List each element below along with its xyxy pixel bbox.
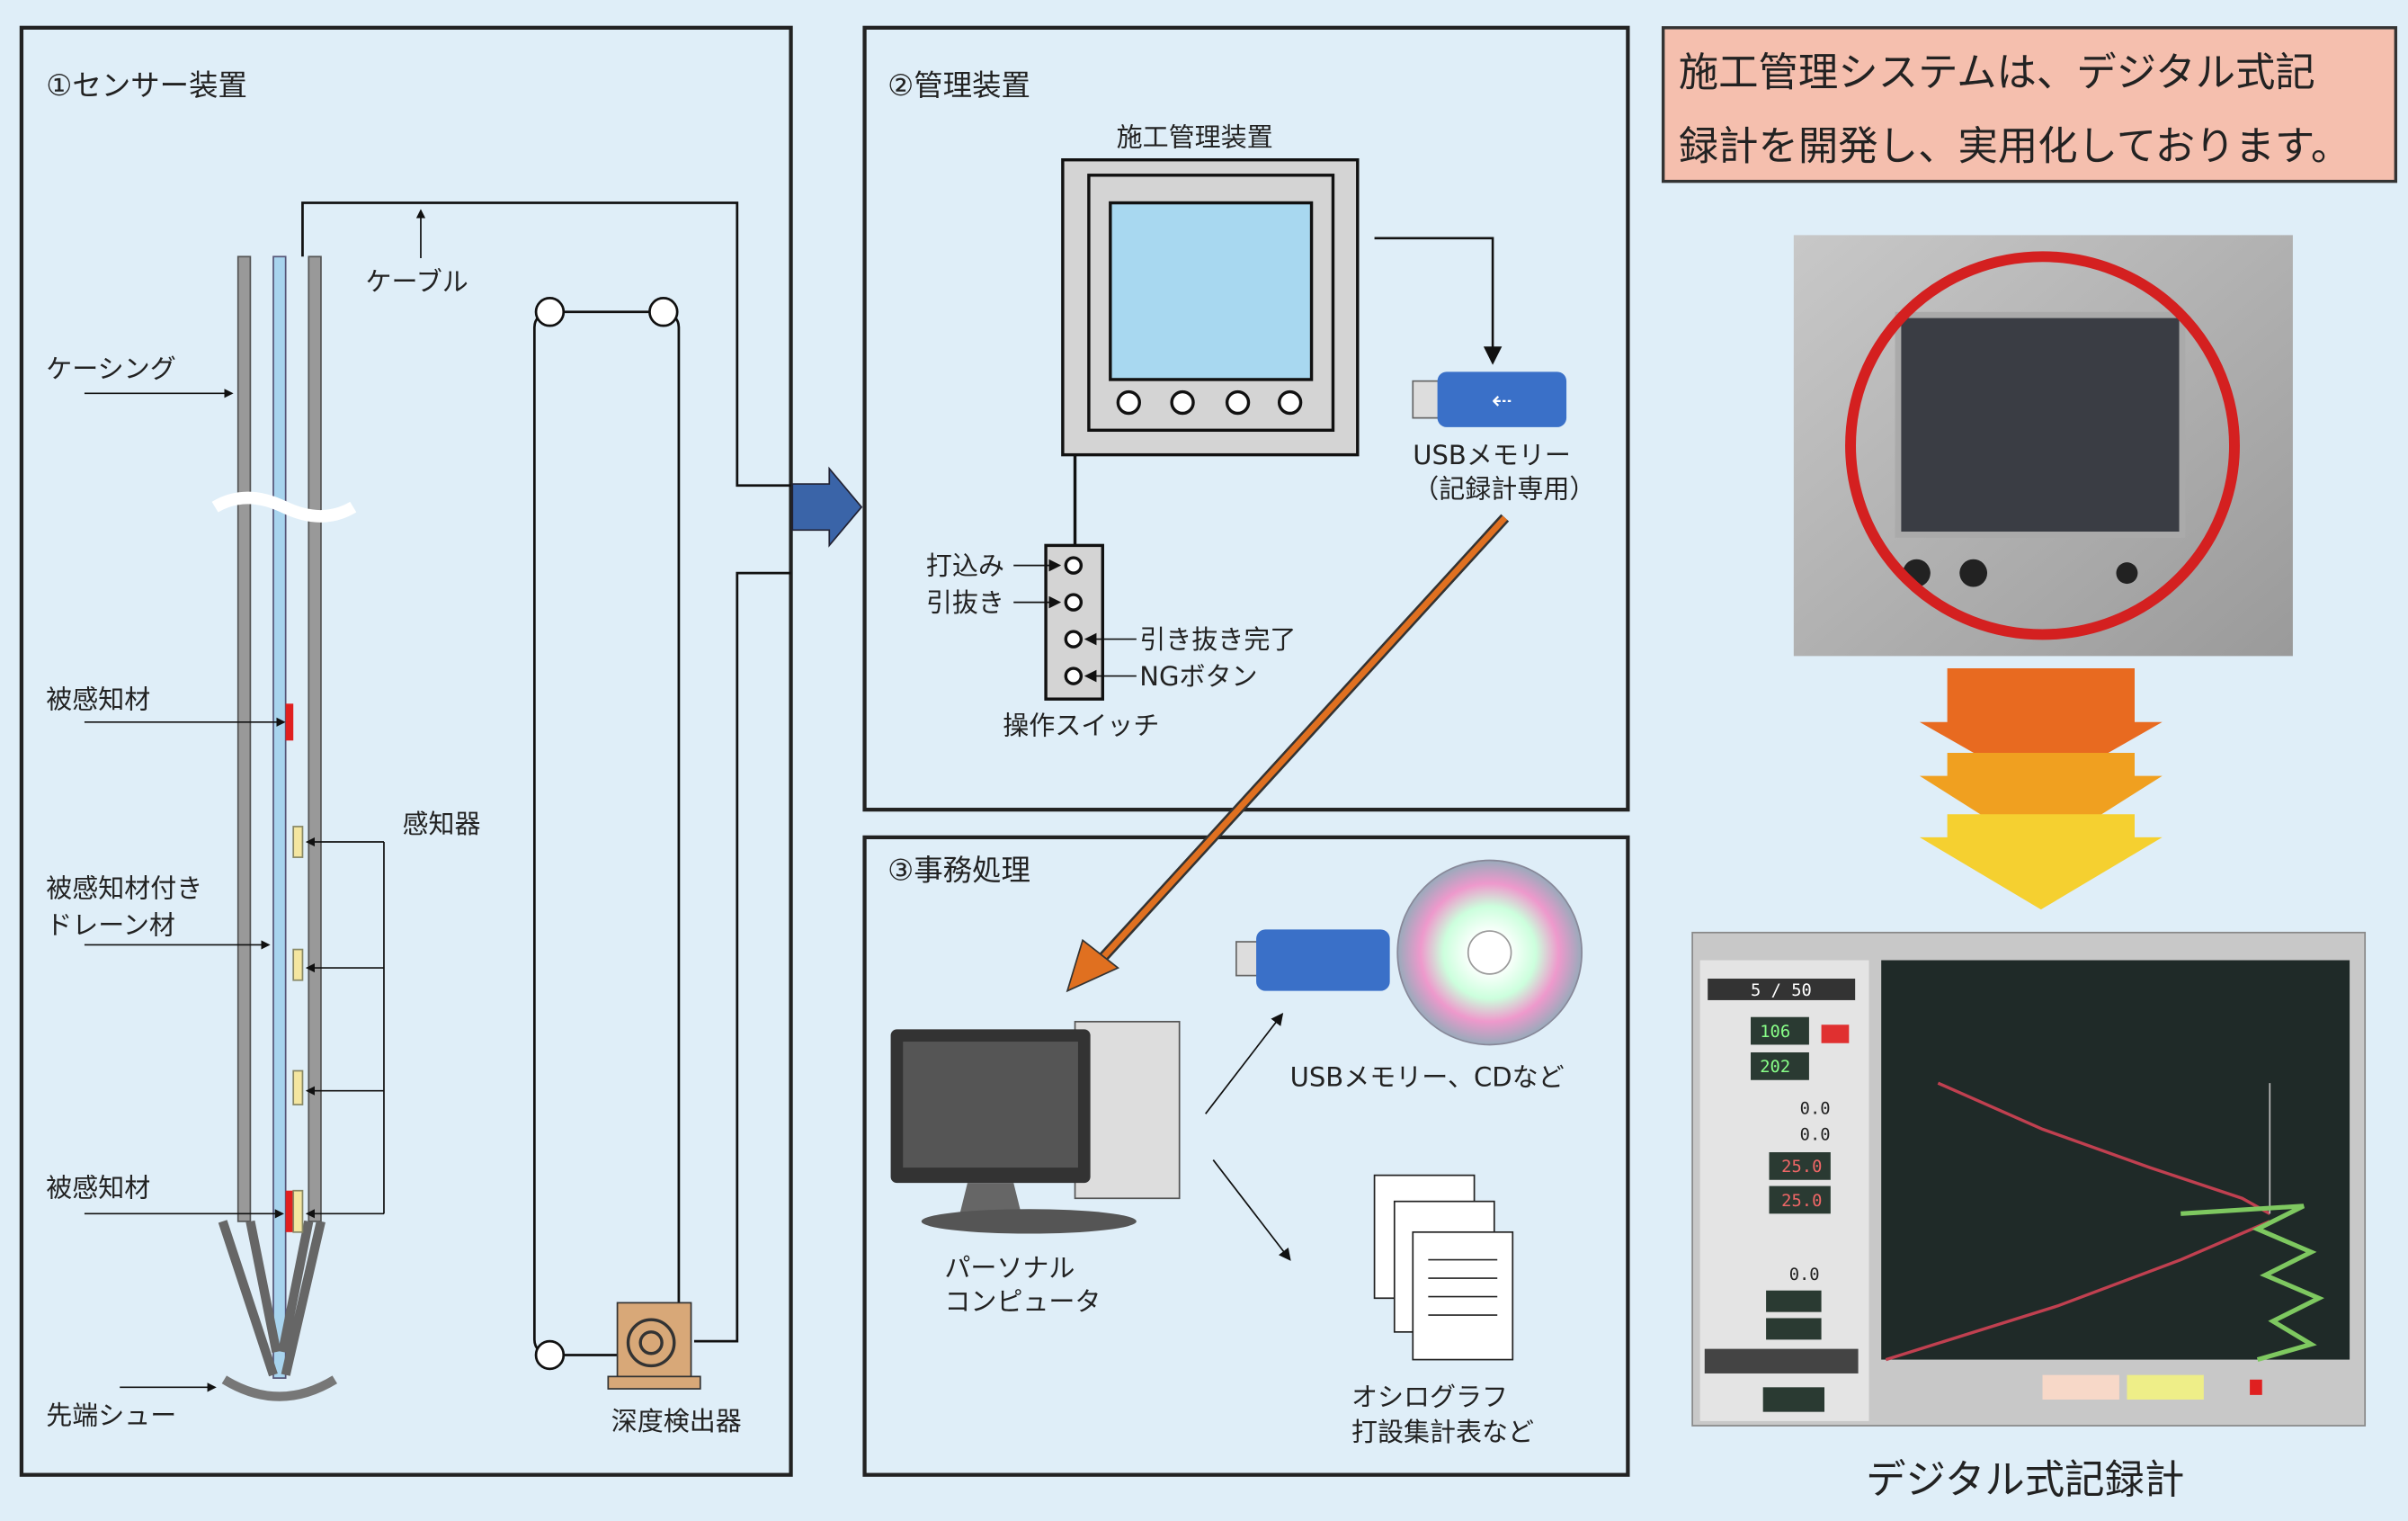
cable-label: ケーブル [365,266,468,297]
value-3: 0.0 [1800,1099,1831,1118]
digital-recorder-screen: 5 / 50 106 202 0.0 0.0 25.0 25.0 0.0 [1691,931,2367,1427]
control-device-icon [1061,157,1360,457]
docs-label-2: 打設集計表など [1351,1417,1534,1447]
recorder-caption: デジタル式記録計 [1866,1457,2184,1503]
depth-detector-icon [607,1302,701,1390]
shoe-label: 先端シュー [46,1400,176,1430]
docs-label-1: オシログラフ [1351,1382,1508,1412]
drain-label-2: ドレーン材 [46,909,175,940]
flow-arrow-icon [791,466,863,548]
manager-title: ②管理装置 [887,68,1030,103]
switch-pull-label: 引抜き [926,587,1004,618]
value-6: 25.0 [1781,1192,1822,1211]
casing-label: ケーシング [46,353,176,384]
value-7: 0.0 [1789,1266,1820,1284]
switch-ng-label: NGボタン [1139,661,1257,692]
target-label-1: 被感知材 [46,684,150,714]
switch-label: 操作スイッチ [1003,710,1159,740]
device-photo [1793,235,2293,657]
usb-label-2: （記録計専用） [1413,473,1595,504]
sensor-panel: ①センサー装置 ケーブル ケーシング 被感知材 感知器 [19,25,793,1477]
office-panel: ③事務処理 パーソナル コンピュータ USBメモリー、CDなど オシログラフ [862,835,1630,1477]
svg-text:⇠: ⇠ [1492,387,1512,415]
down-chevrons-icon [1919,668,2163,910]
switch-drive-label: 打込み [926,550,1004,581]
cd-icon [1396,859,1583,1046]
manager-panel: ②管理装置 施工管理装置 ⇠ USBメモリー （記録計専用） 打込み [862,25,1630,812]
header-line-2: 録計を開発し、実用化しております。 [1679,124,2351,170]
personal-computer-icon [890,1020,1181,1234]
highlight-circle [1845,251,2240,640]
usb-memory-icon: ⇠ [1412,371,1567,427]
usb-label-1: USBメモリー [1413,440,1571,470]
detector-label: 感知器 [402,809,480,839]
switch-done-label: 引き抜き完了 [1139,624,1296,655]
transfer-arrow-icon [1091,515,1508,971]
value-1: 106 [1760,1023,1790,1042]
documents-icon [1373,1174,1514,1361]
usb-memory-icon-2 [1235,929,1390,991]
target-marker [285,703,294,741]
header-line-1: 施工管理システムは、デジタル式記 [1679,50,2315,96]
value-5: 25.0 [1781,1158,1822,1177]
sensor-title: ①センサー装置 [46,68,247,103]
value-4: 0.0 [1800,1125,1831,1144]
pulley-loop [532,297,681,1371]
casing-pipe [211,255,357,1379]
device-label: 施工管理装置 [1117,121,1273,152]
cable-line [301,201,791,488]
office-title: ③事務処理 [887,854,1030,888]
pc-label-2: コンピュータ [944,1286,1101,1317]
pc-label-1: パーソナル [944,1252,1075,1283]
count-value: 5 / 50 [1751,981,1812,1000]
drain-label-1: 被感知材付き [46,873,202,904]
header-box: 施工管理システムは、デジタル式記 録計を開発し、実用化しております。 [1661,26,2398,183]
tip-shoe [221,1375,337,1401]
media-label: USBメモリー、CDなど [1290,1062,1565,1093]
target-label-2: 被感知材 [46,1173,150,1203]
depth-label: 深度検出器 [611,1406,742,1436]
detector-bracket [305,837,385,1219]
value-2: 202 [1760,1058,1790,1077]
